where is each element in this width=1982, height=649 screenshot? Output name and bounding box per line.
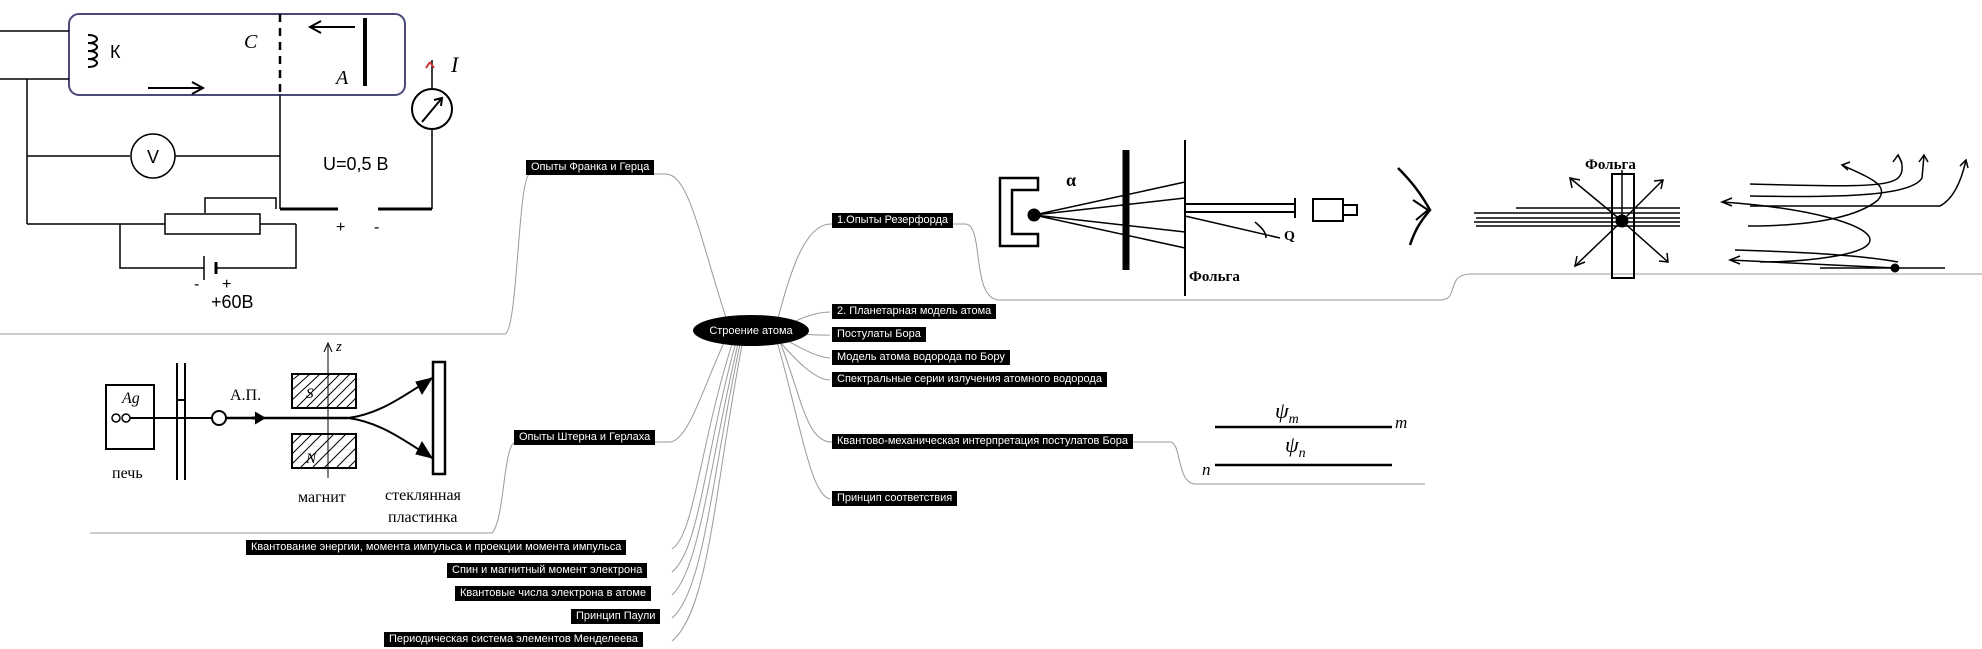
label-n: n <box>1202 460 1211 479</box>
node-rutherford[interactable]: 1.Опыты Резерфорда <box>832 213 954 228</box>
label-ag: Ag <box>121 390 140 407</box>
psi-n-symbol: ψ <box>1285 432 1299 457</box>
node-stern-gerlach[interactable]: Опыты Штерна и Герлаха <box>514 430 656 445</box>
node-quantum-numbers[interactable]: Квантовые числа электрона в атоме <box>455 586 652 601</box>
franck-hertz-circuit <box>0 13 453 280</box>
label-plus: + <box>336 219 345 236</box>
label-n-pole: N <box>305 451 317 467</box>
label-a: A <box>334 67 349 89</box>
bohr-level-labels: ψm m ψn n <box>1202 398 1407 479</box>
label-v: V <box>147 147 159 167</box>
svg-text:ψn: ψn <box>1285 432 1306 461</box>
label-k: К <box>110 42 121 62</box>
label-m: m <box>1395 413 1407 432</box>
node-quantization[interactable]: Квантование энергии, момента импульса и … <box>246 540 627 555</box>
bohr-levels <box>1215 425 1392 467</box>
label-z-axis: z <box>335 339 342 355</box>
svg-text:ψm: ψm <box>1275 398 1299 427</box>
node-correspondence[interactable]: Принцип соответствия <box>832 491 958 506</box>
label-voltage: U=0,5 В <box>323 154 389 174</box>
node-spectral-series[interactable]: Спектральные серии излучения атомного во… <box>832 372 1107 387</box>
label-battery-plus: + <box>222 276 231 293</box>
node-periodic-table[interactable]: Периодическая система элементов Менделее… <box>384 632 643 647</box>
label-plate: пластинка <box>388 509 458 526</box>
psi-m-symbol: ψ <box>1275 398 1289 423</box>
label-battery-minus: - <box>194 276 199 293</box>
label-c: C <box>244 31 258 53</box>
rutherford-labels: α Q Фольга Фольга <box>1066 157 1636 285</box>
label-minus: - <box>374 219 379 236</box>
rutherford-figure <box>998 140 1969 296</box>
node-qm-interpretation[interactable]: Квантово-механическая интерпретация пост… <box>832 434 1134 449</box>
label-foil-top: Фольга <box>1585 157 1636 173</box>
node-center-atom-structure[interactable]: Строение атома <box>693 315 809 346</box>
label-alpha: α <box>1066 170 1076 190</box>
label-s-pole: S <box>306 386 314 402</box>
node-hydrogen-model[interactable]: Модель атома водорода по Бору <box>832 350 1010 365</box>
label-atomic-beam: А.П. <box>230 387 261 404</box>
psi-m-subscript: m <box>1289 412 1299 427</box>
stern-gerlach-labels: Ag А.П. z S N печь магнит стеклянная пла… <box>112 339 462 526</box>
node-franck-hertz[interactable]: Опыты Франка и Герца <box>526 160 655 175</box>
label-foil: Фольга <box>1189 269 1240 285</box>
node-pauli[interactable]: Принцип Паули <box>571 609 661 624</box>
label-i: I <box>450 52 460 77</box>
node-planetary-model[interactable]: 2. Планетарная модель атома <box>832 304 997 319</box>
franck-hertz-labels: К C A I V U=0,5 В + - - + +60В <box>110 31 460 312</box>
label-oven: печь <box>112 465 143 482</box>
psi-n-subscript: n <box>1299 446 1306 461</box>
node-bohr-postulates[interactable]: Постулаты Бора <box>832 327 926 342</box>
label-magnet: магнит <box>298 489 346 506</box>
label-glass: стеклянная <box>385 487 462 504</box>
label-emf: +60В <box>211 292 254 312</box>
stern-gerlach-figure <box>105 341 447 480</box>
node-spin[interactable]: Спин и магнитный момент электрона <box>447 563 648 578</box>
label-q: Q <box>1284 229 1295 244</box>
